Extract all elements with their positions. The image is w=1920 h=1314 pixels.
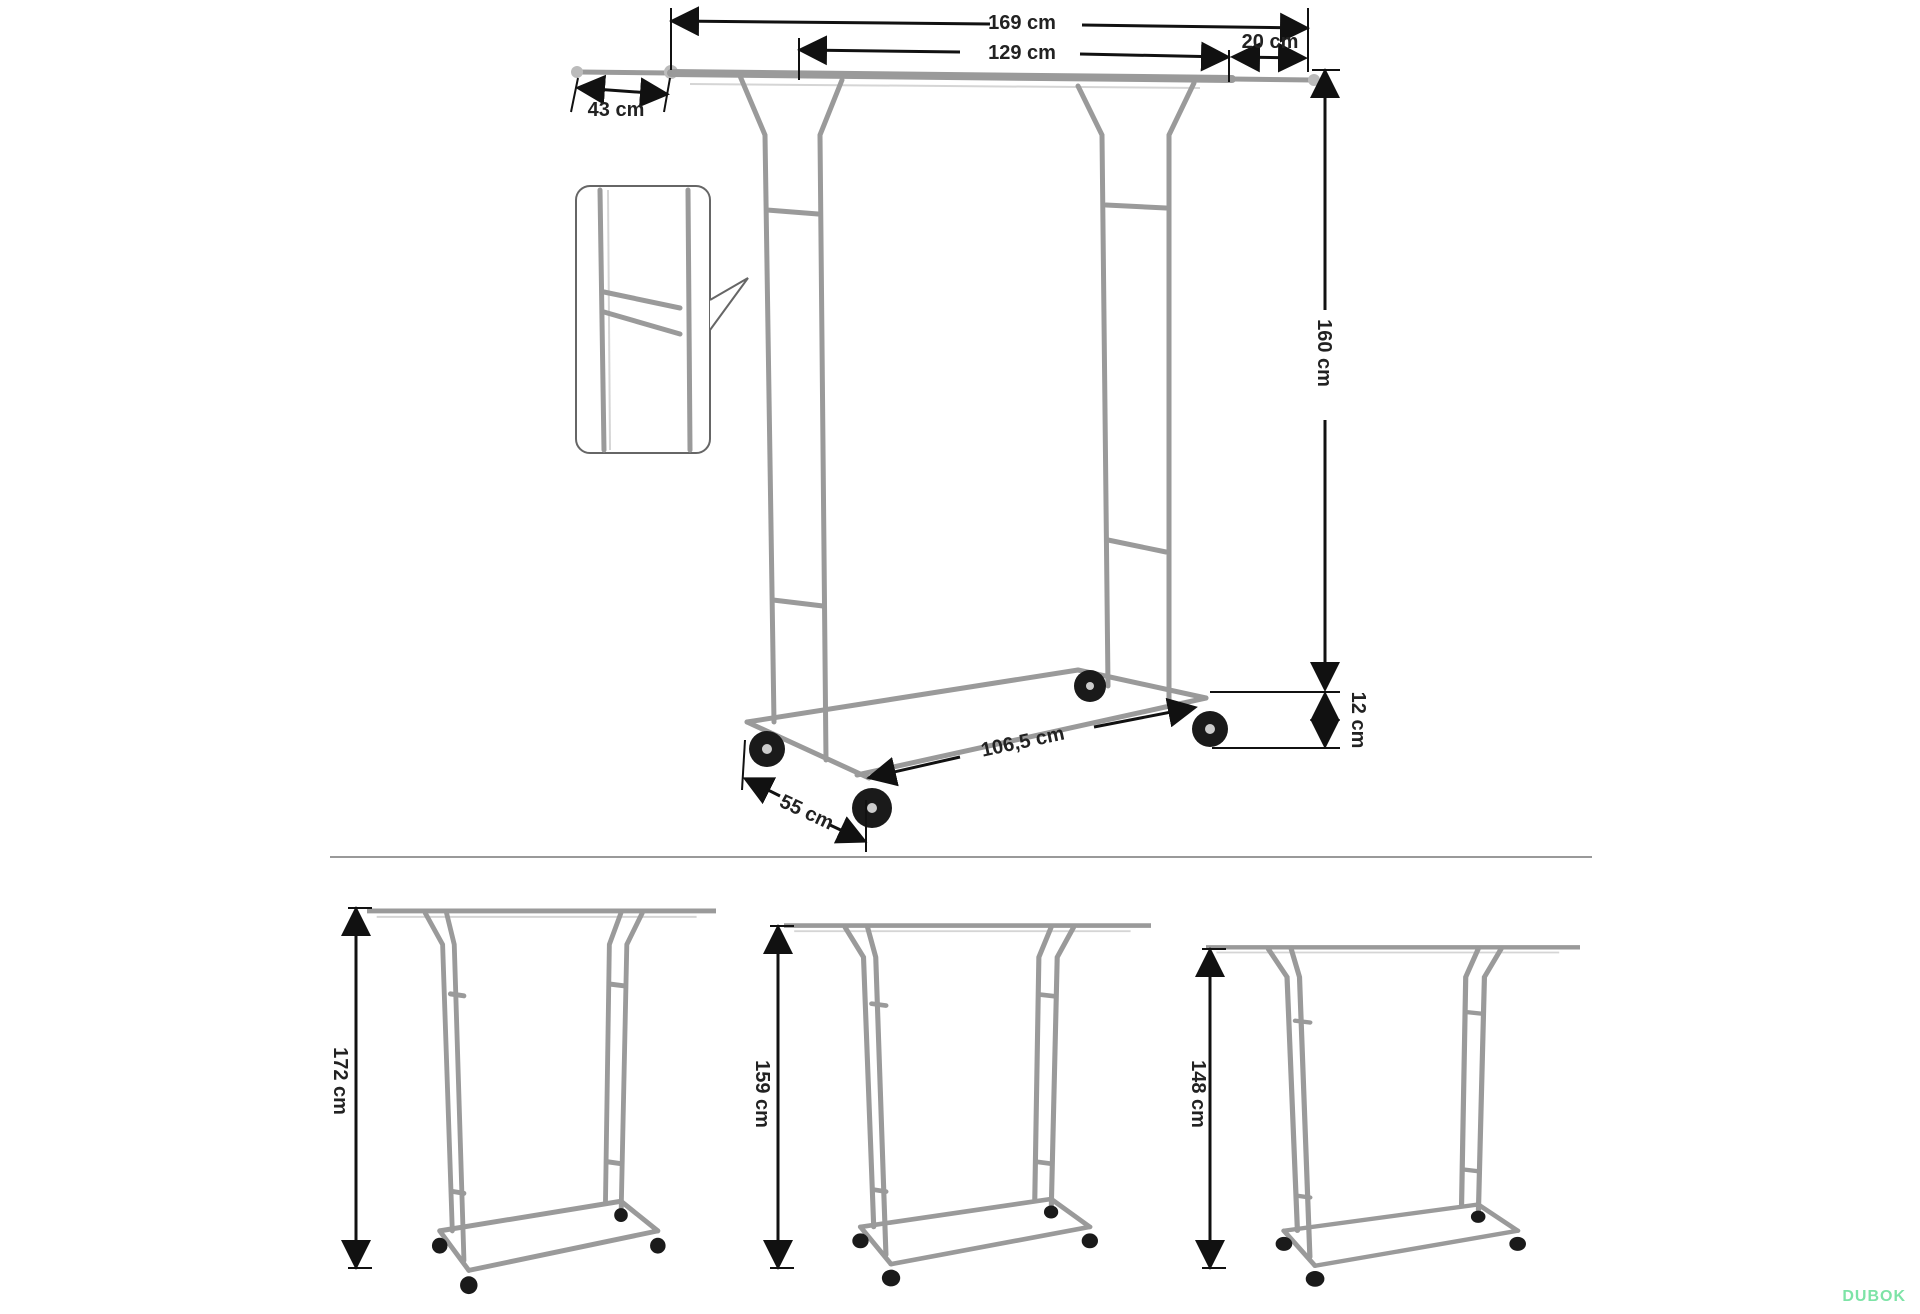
main-rack-drawing xyxy=(571,65,1320,828)
variant-172: 172 cm xyxy=(329,906,716,1294)
variant-159: 159 cm xyxy=(751,926,1151,1287)
label-depth: 55 cm xyxy=(776,791,837,835)
label-wheel-height: 12 cm xyxy=(1347,692,1369,749)
label-height: 160 cm xyxy=(1313,319,1335,387)
dimension-arrows xyxy=(570,6,1340,852)
detail-inset xyxy=(575,185,749,454)
watermark-logo: DUBOK xyxy=(1842,1288,1906,1305)
label-total-length: 169 cm xyxy=(988,12,1056,34)
label-variant-height: 159 cm xyxy=(751,1060,773,1128)
label-base-width: 106,5 cm xyxy=(979,723,1066,762)
label-left-extension: 43 cm xyxy=(588,99,645,121)
label-right-extension: 20 cm xyxy=(1242,31,1299,53)
label-variant-height: 148 cm xyxy=(1187,1060,1209,1128)
label-base-length: 129 cm xyxy=(988,42,1056,64)
variant-148: 148 cm xyxy=(1187,947,1580,1287)
label-variant-height: 172 cm xyxy=(329,1047,351,1115)
